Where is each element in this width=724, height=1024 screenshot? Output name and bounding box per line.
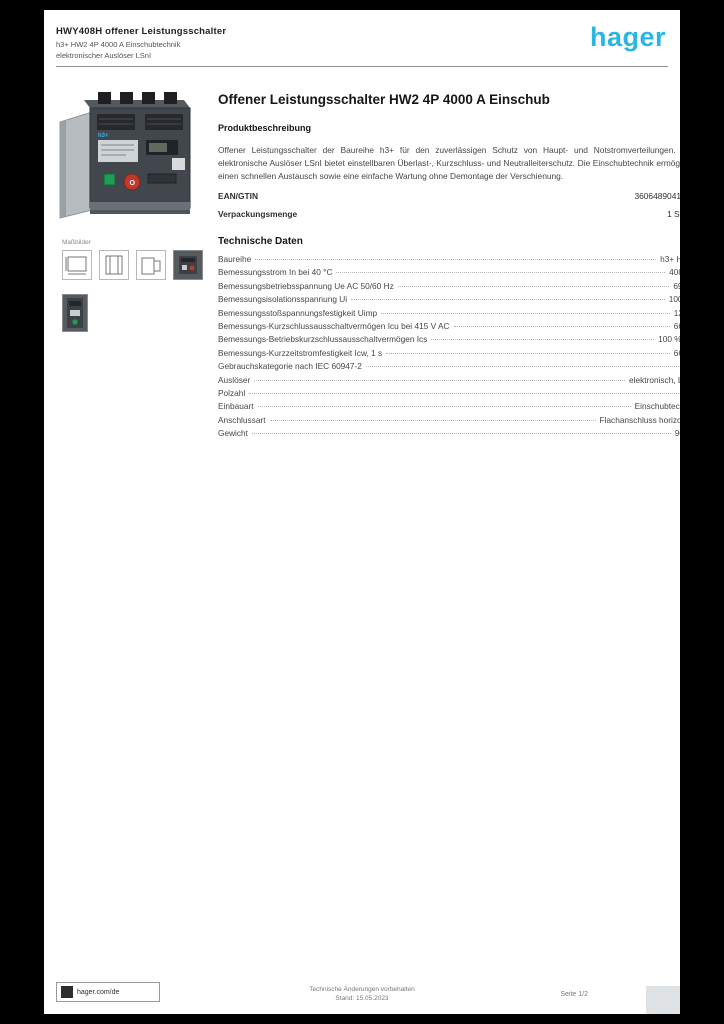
spec-value: 66 kA (673, 321, 680, 332)
dotted-leader (336, 272, 666, 274)
spec-list: Baureihe h3+ HW2 Bemessungsstrom In bei 4… (218, 253, 680, 441)
spec-row: Bemessungsisolationsspannung Ui 1000 V (218, 293, 680, 306)
info-value: 1 Stück (667, 209, 680, 219)
dotted-leader (251, 433, 671, 435)
spec-label: Polzahl (218, 388, 246, 399)
spec-row: Bemessungsstrom In bei 40 °C 4000 A (218, 266, 680, 279)
circuit-breaker-illustration: h3+ O (59, 92, 191, 219)
footer-logo-block (646, 986, 680, 1014)
page-title: Offener Leistungsschalter HW2 4P 4000 A … (218, 92, 550, 107)
spec-value: 4000 A (669, 267, 680, 278)
product-description: Offener Leistungsschalter der Baureihe h… (218, 145, 680, 181)
spec-label: Gewicht (218, 428, 248, 439)
dotted-leader (386, 352, 670, 354)
thumbnail-dimension-drawing-3 (136, 250, 166, 280)
spec-label: Bemessungs-Kurzschlussausschaltvermögen … (218, 321, 450, 332)
spec-value: 100 % Icu (658, 334, 680, 345)
footer-link-label: hager.com/de (77, 988, 120, 996)
spec-value: 1000 V (668, 294, 680, 305)
side-view-drawing-icon (141, 257, 161, 275)
spec-value: 90 kg (674, 428, 680, 439)
footer-note-line2: Stand: 15.05.2023 (335, 995, 389, 1002)
thumbnail-accessory-photo (62, 294, 88, 332)
footer-page-label: Seite 1/2 (560, 991, 588, 998)
spec-label: Bemessungsisolationsspannung Ui (218, 294, 348, 305)
hager-logo: hager (589, 22, 666, 52)
thumbnails-caption: Maßbilder (62, 239, 91, 246)
dotted-leader (254, 379, 626, 381)
front-view-drawing-icon (105, 255, 123, 275)
header-product-block: HWY408H offener Leistungsschalter h3+ HW… (56, 26, 226, 60)
spec-label: Bemessungsstrom In bei 40 °C (218, 267, 333, 278)
spec-label: Baureihe (218, 254, 252, 264)
spec-row: Gebrauchskategorie nach IEC 60947-2B (218, 360, 680, 373)
spec-value: h3+ HW2 (660, 254, 680, 264)
dotted-leader (381, 312, 670, 314)
thumbnail-row (62, 250, 203, 280)
breaker-thumb-icon (179, 256, 197, 274)
footer-note: Technische Änderungen vorbehalten Stand:… (44, 985, 680, 1003)
section-heading-description: Produktbeschreibung (218, 123, 312, 133)
hager-square-icon (61, 986, 73, 998)
spec-value: 690 V (673, 280, 680, 291)
spec-row: Auslöser elektronisch, LSnI (218, 374, 680, 387)
spec-label: Auslöser (218, 374, 251, 385)
footer-link-hager-com[interactable]: hager.com/de (56, 982, 160, 1002)
info-row-packaging: Verpackungsmenge 1 Stück (218, 209, 680, 219)
thumbnail-product-photo-small (173, 250, 203, 280)
thumbnail-dimension-drawing-1 (62, 250, 92, 280)
spec-value: Flachanschluss horizontal (599, 414, 680, 425)
spec-value: elektronisch, LSnI (629, 374, 680, 385)
datasheet-page: HWY408H offener Leistungsschalter h3+ HW… (44, 10, 680, 1014)
spec-label: Bemessungsstoßspannungsfestigkeit Uimp (218, 307, 378, 318)
main-column: Offener Leistungsschalter HW2 4P 4000 A … (218, 92, 680, 441)
spec-row: Einbauart Einschubtechnik (218, 400, 680, 413)
spec-value: Einschubtechnik (634, 401, 680, 412)
info-value: 3606489041823 (634, 191, 680, 201)
header-product-sub1: h3+ HW2 4P 4000 A Einschubtechnik (56, 39, 181, 49)
dotted-leader (249, 393, 680, 395)
spec-value: 12 kV (673, 307, 680, 318)
dotted-leader (255, 259, 657, 260)
spec-row: Gewicht 90 kg (218, 427, 680, 440)
spec-row: Bemessungs-Kurzschlussausschaltvermögen … (218, 320, 680, 333)
spec-label: Gebrauchskategorie nach IEC 60947-2 (218, 361, 362, 372)
spec-row: Baureihe h3+ HW2 (218, 253, 680, 266)
spec-label: Bemessungs-Betriebskurzschlussausschaltv… (218, 334, 428, 345)
dotted-leader (431, 339, 655, 341)
dotted-leader (365, 366, 680, 368)
header-divider (56, 66, 668, 67)
spec-label: Einbauart (218, 401, 254, 412)
dotted-leader (269, 419, 596, 421)
header-product-sub2: elektronischer Auslöser LSnI (56, 51, 152, 60)
info-label: EAN/GTIN (218, 191, 259, 201)
dimension-drawing-icon (65, 256, 87, 275)
svg-text:h3+: h3+ (98, 133, 109, 139)
spec-row: Bemessungsstoßspannungsfestigkeit Uimp 12… (218, 307, 680, 320)
dotted-leader (351, 299, 665, 301)
dotted-leader (397, 285, 670, 287)
footer-note-line1: Technische Änderungen vorbehalten (309, 986, 415, 993)
spec-row: Anschlussart Flachanschluss horizontal (218, 414, 680, 427)
thumbnail-dimension-drawing-2 (99, 250, 129, 280)
spec-row: Polzahl4P (218, 387, 680, 400)
section-heading-specs: Technische Daten (218, 236, 303, 247)
spec-label: Bemessungs-Kurzzeitstromfestigkeit Icw, … (218, 347, 383, 358)
spec-label: Bemessungsbetriebsspannung Ue AC 50/60 H… (218, 280, 394, 291)
spec-row: Bemessungs-Kurzzeitstromfestigkeit Icw, … (218, 347, 680, 360)
dotted-leader (257, 406, 631, 408)
svg-text:O: O (130, 180, 136, 187)
info-row-ean: EAN/GTIN 3606489041823 (218, 191, 680, 201)
spec-row: Bemessungs-Betriebskurzschlussausschaltv… (218, 333, 680, 346)
dotted-leader (453, 326, 670, 328)
spec-label: Anschlussart (218, 414, 266, 425)
spec-value: 66 kA (673, 347, 680, 358)
spec-row: Bemessungsbetriebsspannung Ue AC 50/60 H… (218, 280, 680, 293)
header-product-ref: HWY408H offener Leistungsschalter (56, 26, 227, 37)
info-label: Verpackungsmenge (218, 209, 298, 219)
product-photo: h3+ O (54, 90, 206, 240)
accessory-thumb-icon (67, 298, 83, 328)
